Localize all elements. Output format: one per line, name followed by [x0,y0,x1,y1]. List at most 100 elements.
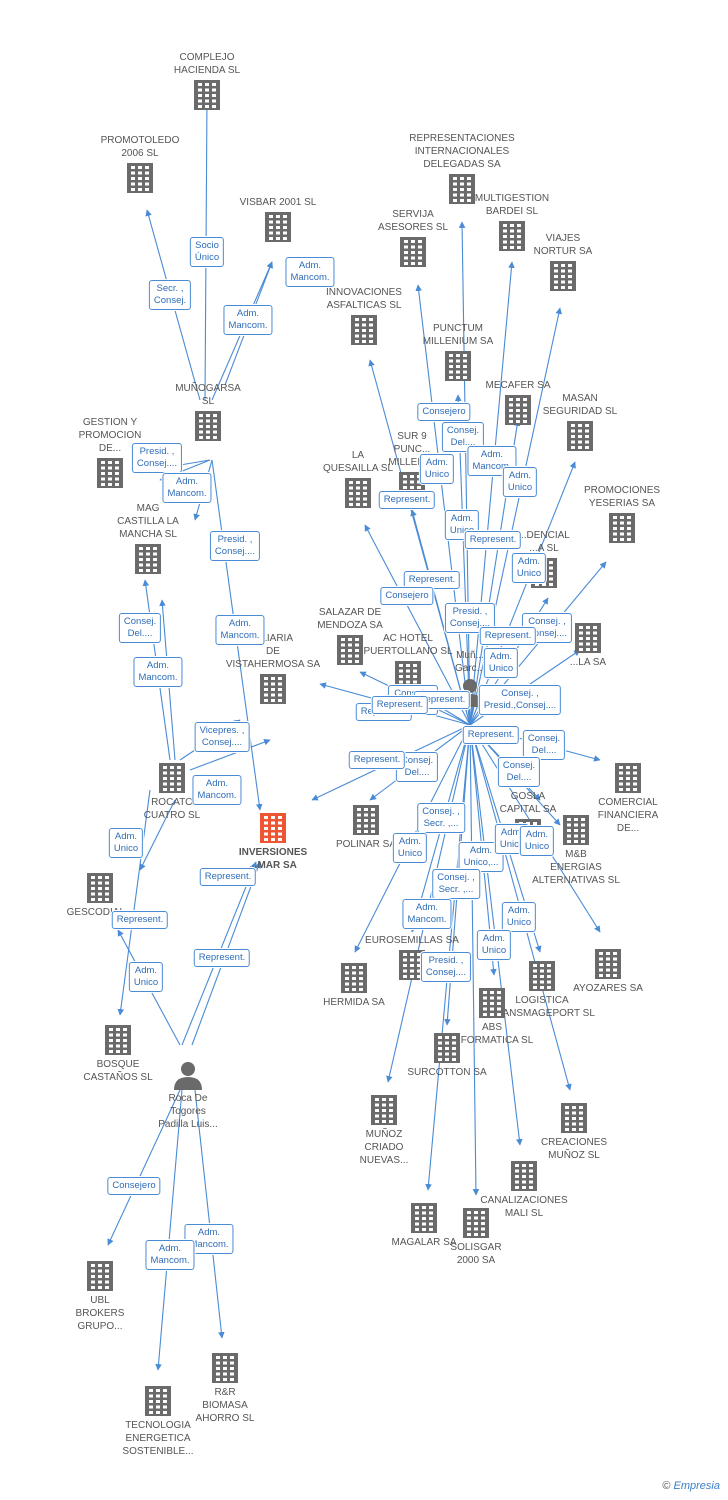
relation-label[interactable]: Represent. [464,531,522,549]
node-eurosemillas[interactable]: EUROSEMILLAS SA [357,934,467,983]
node-gestion[interactable]: GESTION Y PROMOCION DE... [55,416,165,491]
node-main[interactable]: INVERSIONES ...MAR SA [218,810,328,872]
relation-label[interactable]: Represent. [378,491,436,509]
relation-label[interactable]: Consejero [107,1177,161,1195]
relation-label[interactable]: Adm. Mancom. [192,775,242,805]
node-munozcriado[interactable]: MUÑOZ CRIADO NUEVAS... [329,1092,439,1167]
node-masan[interactable]: MASAN SEGURIDAD SL [525,392,635,454]
edge-19 [194,1089,225,1339]
relation-label[interactable]: Represent. [193,949,251,967]
relation-label[interactable]: Adm. Mancom. [145,1240,195,1270]
relation-label[interactable]: Vicepres. , Consej.... [194,722,250,752]
node-lasa[interactable]: ...LA SA [533,620,643,669]
relation-label[interactable]: Adm. Unico [511,553,547,583]
node-solisgar[interactable]: SOLISGAR 2000 SA [421,1205,531,1267]
relation-label[interactable]: Adm. Unico [392,833,428,863]
relation-label[interactable]: Adm. Mancom. [162,473,212,503]
relation-label[interactable]: Consejero [417,403,471,421]
relation-label[interactable]: Represent. [111,911,169,929]
relation-label[interactable]: Socio Único [189,237,225,267]
node-label: Muñ... Garc... [454,650,485,674]
relation-label[interactable]: Adm. Mancom. [133,657,183,687]
node-representaciones[interactable]: REPRESENTACIONES INTERNACIONALES DELEGAD… [407,132,517,207]
relation-label[interactable]: Represent. [199,868,257,886]
relation-label[interactable]: Consej. Del.... [497,757,541,787]
node-ubl[interactable]: UBL BROKERS GRUPO... [45,1258,155,1333]
relation-label[interactable]: Presid. , Consej.... [131,443,183,473]
node-quesailla[interactable]: LA QUESAILLA SL [303,449,413,511]
relation-label[interactable]: Represent. [462,726,520,744]
node-label: GESCODIAL... [66,907,134,918]
node-complejo[interactable]: COMPLEJO HACIENDA SL [152,51,262,113]
node-polinar[interactable]: POLINAR SA [311,802,421,851]
edge-12 [139,799,176,871]
relation-label[interactable]: Consej. Del.... [118,613,162,643]
node-magalar[interactable]: MAGALAR SA [369,1200,479,1249]
node-visbar[interactable]: VISBAR 2001 SL [223,196,333,245]
relation-label[interactable]: Adm. Mancom. [285,257,335,287]
relation-label[interactable]: Adm. Mancom. [215,615,265,645]
node-salazar[interactable]: SALAZAR DE MENDOZA SA [295,606,405,668]
node-surcotton[interactable]: SURCOTTON SA [392,1030,502,1079]
node-gescodial[interactable]: GESCODIAL... [45,870,155,919]
relation-label[interactable]: Presid. , Consej.... [420,952,472,982]
node-logistica[interactable]: LOGISTICA TRANSMAGEPORT SL [487,958,597,1020]
node-innovaciones[interactable]: INNOVACIONES ASFALTICAS SL [309,286,419,348]
relation-label[interactable]: Adm. Unico [519,826,555,856]
brand-footer[interactable]: ©Empresia [662,1480,720,1492]
relation-label[interactable]: Adm. Unico [128,962,164,992]
node-label: INVERSIONES ...MAR SA [238,847,308,871]
node-label: LOGISTICA TRANSMAGEPORT SL [489,995,595,1019]
relation-label[interactable]: Consej. Del.... [522,730,566,760]
relation-label[interactable]: Represent. [348,751,406,769]
building-icon [45,1260,155,1292]
node-rr[interactable]: R&R BIOMASA AHORRO SL [170,1350,280,1425]
node-tecnologia[interactable]: TECNOLOGIA ENERGETICA SOSTENIBLE... [103,1383,213,1458]
node-rocato[interactable]: ROCATO CUATRO SL [117,760,227,822]
brand-name: Empresia [673,1480,720,1492]
node-munogarsa[interactable]: MUÑOGARSA SL [153,382,263,444]
node-label: SERVIJA ASESORES SL [377,209,449,233]
node-mag[interactable]: MAG CASTILLA LA MANCHA SL [93,502,203,577]
relation-label[interactable]: Presid. , Consej.... [209,531,261,561]
relation-label[interactable]: Adm. Mancom. [223,305,273,335]
node-label: CREACIONES MUÑOZ SL [540,1137,608,1161]
node-creaciones[interactable]: CREACIONES MUÑOZ SL [519,1100,629,1162]
relation-label[interactable]: Represent. [479,627,537,645]
relation-label[interactable]: Consej. , Presid.,Consej.... [478,685,562,715]
relation-label[interactable]: Consej. , Secr. ,... [432,869,480,899]
relation-label[interactable]: Adm. Unico [502,467,538,497]
node-mecafer[interactable]: MECAFER SA [463,379,573,428]
relation-label[interactable]: Adm. Unico [108,828,144,858]
node-viajes[interactable]: VIAJES NORTUR SA [508,232,618,294]
node-label: POLINAR SA [335,839,397,850]
building-icon [358,236,468,268]
building-icon [63,1024,173,1056]
relation-label[interactable]: Consejero [380,587,434,605]
node-ayozares[interactable]: AYOZARES SA [553,946,663,995]
node-promociones[interactable]: PROMOCIONES YESERIAS SA [567,484,677,546]
node-mb[interactable]: M&B ENERGIAS ALTERNATIVAS SL [521,812,631,887]
node-multigestion[interactable]: MULTIGESTION BARDEI SL [457,192,567,254]
edge-11 [189,738,271,771]
node-label: CANALIZACIONES MALI SL [480,1195,568,1219]
relation-label[interactable]: Adm. Mancom. [402,899,452,929]
node-hermida[interactable]: HERMIDA SA [299,960,409,1009]
node-vistahermosa[interactable]: ...LIARIA DE VISTAHERMOSA SA [218,632,328,707]
relation-label[interactable]: Consej. , Secr. ,... [417,803,465,833]
relation-label[interactable]: Adm. Unico [501,902,537,932]
relation-label[interactable]: Represent. [371,696,429,714]
node-bosque[interactable]: BOSQUE CASTAÑOS SL [63,1022,173,1084]
relation-label[interactable]: Secr. , Consej. [148,280,192,310]
node-abs[interactable]: ABS INFORMATICA SL [437,985,547,1047]
node-promotoledo[interactable]: PROMOTOLEDO 2006 SL [85,134,195,196]
relation-label[interactable]: Adm. Unico [419,454,455,484]
node-canalizaciones[interactable]: CANALIZACIONES MALI SL [469,1158,579,1220]
node-roca[interactable]: Roca De Togores Padilla Luis... [133,1058,243,1131]
relation-label[interactable]: Adm. Unico [483,648,519,678]
node-servija[interactable]: SERVIJA ASESORES SL [358,208,468,270]
node-label: REPRESENTACIONES INTERNACIONALES DELEGAD… [409,133,515,170]
relation-label[interactable]: Adm. Unico [476,930,512,960]
node-comercial[interactable]: COMERCIAL FINANCIERA DE... [573,760,683,835]
node-punctum[interactable]: PUNCTUM MILLENIUM SA [403,322,513,384]
